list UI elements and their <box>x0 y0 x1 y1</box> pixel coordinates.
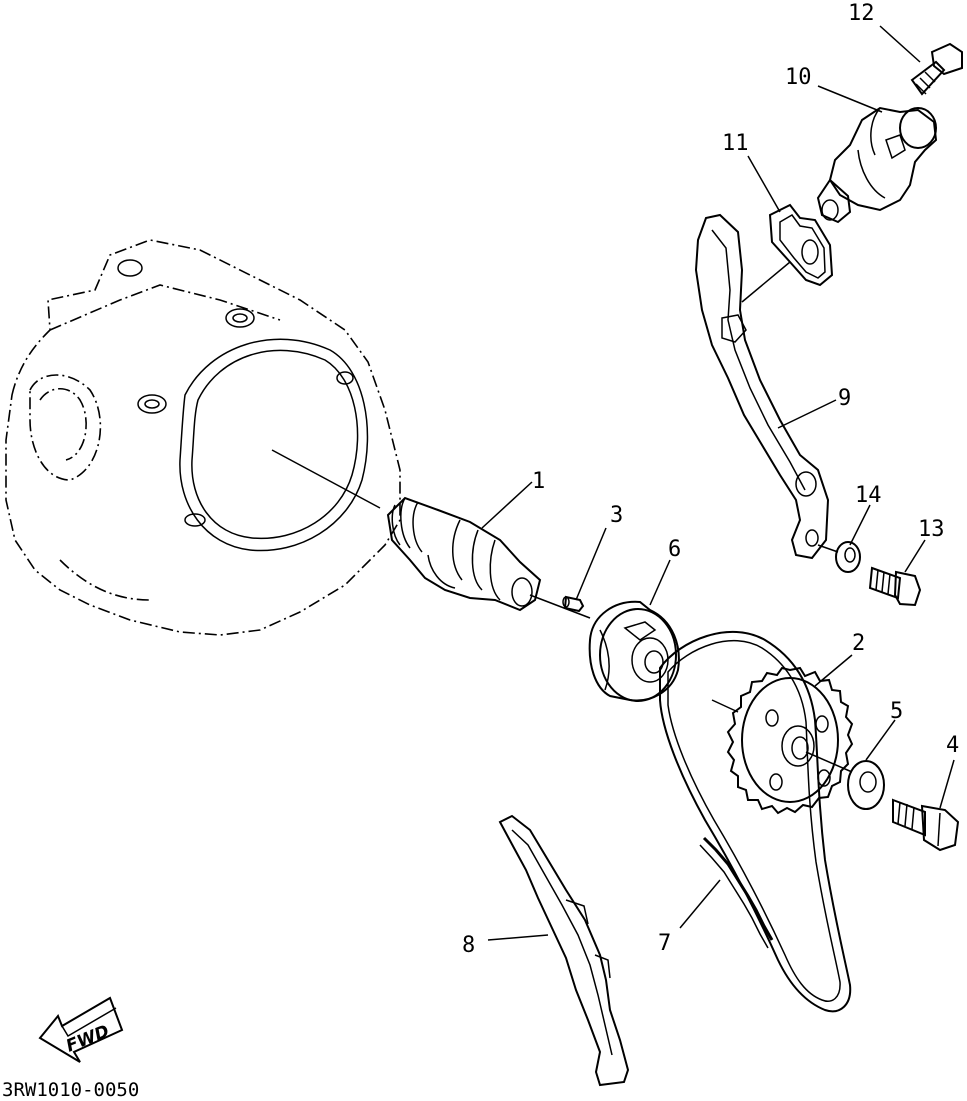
chain-guide-front <box>498 814 630 1087</box>
callout-7: 7 <box>658 931 671 956</box>
tensioner-bolt <box>910 42 963 96</box>
guide-washer <box>817 541 861 573</box>
diagram-code: 3RW1010-0050 <box>2 1079 139 1101</box>
callout-3: 3 <box>610 503 623 528</box>
camshaft-sprocket <box>711 666 854 815</box>
callout-1: 1 <box>532 469 545 494</box>
callout-6: 6 <box>668 537 681 562</box>
leader-sprocket-washer <box>805 751 853 773</box>
cam-chain-tensioner <box>816 106 938 224</box>
callout-8: 8 <box>462 933 475 958</box>
tensioner-gasket <box>741 203 834 303</box>
callout-11: 11 <box>722 131 749 156</box>
decompressor-cam <box>588 600 680 702</box>
callout-4: 4 <box>946 733 959 758</box>
cylinder-head-outline <box>5 239 401 636</box>
chain-guide-rear <box>694 213 830 560</box>
washer <box>847 760 885 810</box>
callout-14: 14 <box>855 483 882 508</box>
camshaft <box>386 496 591 619</box>
pin <box>562 595 585 613</box>
leader-head <box>271 449 381 509</box>
callout-12: 12 <box>848 1 875 26</box>
callout-5: 5 <box>890 699 903 724</box>
callout-13: 13 <box>918 517 945 542</box>
callout-2: 2 <box>852 631 865 656</box>
callout-10: 10 <box>785 65 812 90</box>
sprocket-bolt <box>892 798 960 852</box>
cam-chain <box>659 631 852 1013</box>
fwd-label: FWD <box>63 1021 112 1056</box>
callout-9: 9 <box>838 386 851 411</box>
guide-bolt <box>868 566 922 607</box>
leader-lines <box>481 25 955 941</box>
fwd-arrow: FWD <box>38 996 124 1063</box>
